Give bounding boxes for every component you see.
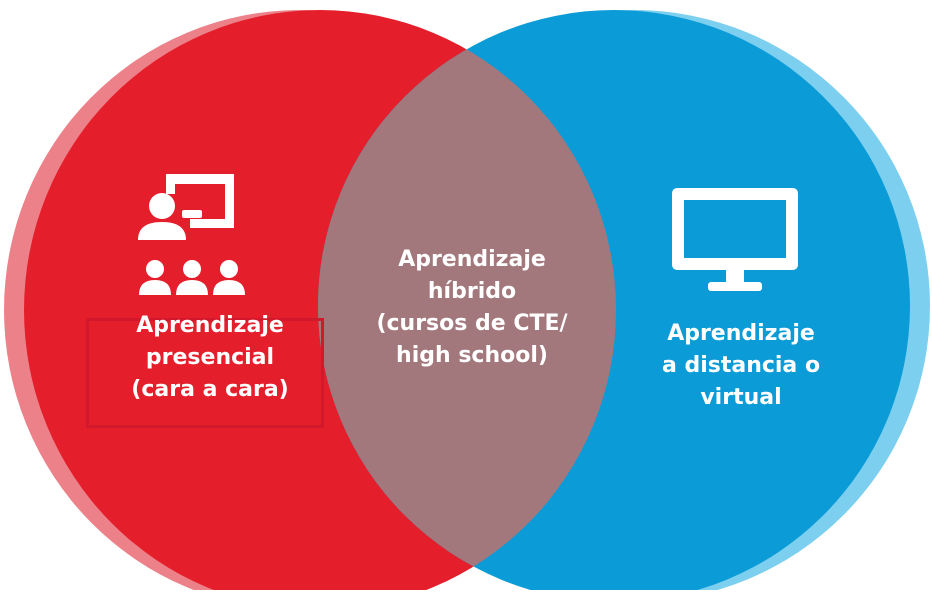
hibrido-label-line-3: (cursos de CTE/ (376, 311, 568, 336)
hibrido-label-line-1: Aprendizaje (398, 247, 546, 272)
presencial-label-line-1: Aprendizaje (136, 313, 284, 338)
highlight-box (86, 318, 324, 428)
presencial-label-line-2: presencial (145, 345, 275, 370)
distancia-label-line-3: virtual (700, 385, 782, 410)
presencial-label: Aprendizaje presencial (cara a cara) (100, 310, 320, 406)
presencial-label-line-3: (cara a cara) (131, 377, 289, 402)
distancia-label-line-2: a distancia o (661, 353, 821, 378)
computer-monitor-icon (672, 188, 798, 291)
classroom-teacher-students-icon (138, 174, 245, 295)
distancia-label: Aprendizaje a distancia o virtual (636, 318, 846, 414)
hibrido-label: Aprendizaje híbrido (cursos de CTE/ high… (362, 244, 582, 372)
overlap-region (318, 10, 616, 594)
hibrido-label-line-4: high school) (396, 343, 548, 368)
hibrido-label-line-2: híbrido (427, 279, 517, 304)
distancia-label-line-1: Aprendizaje (667, 321, 815, 346)
